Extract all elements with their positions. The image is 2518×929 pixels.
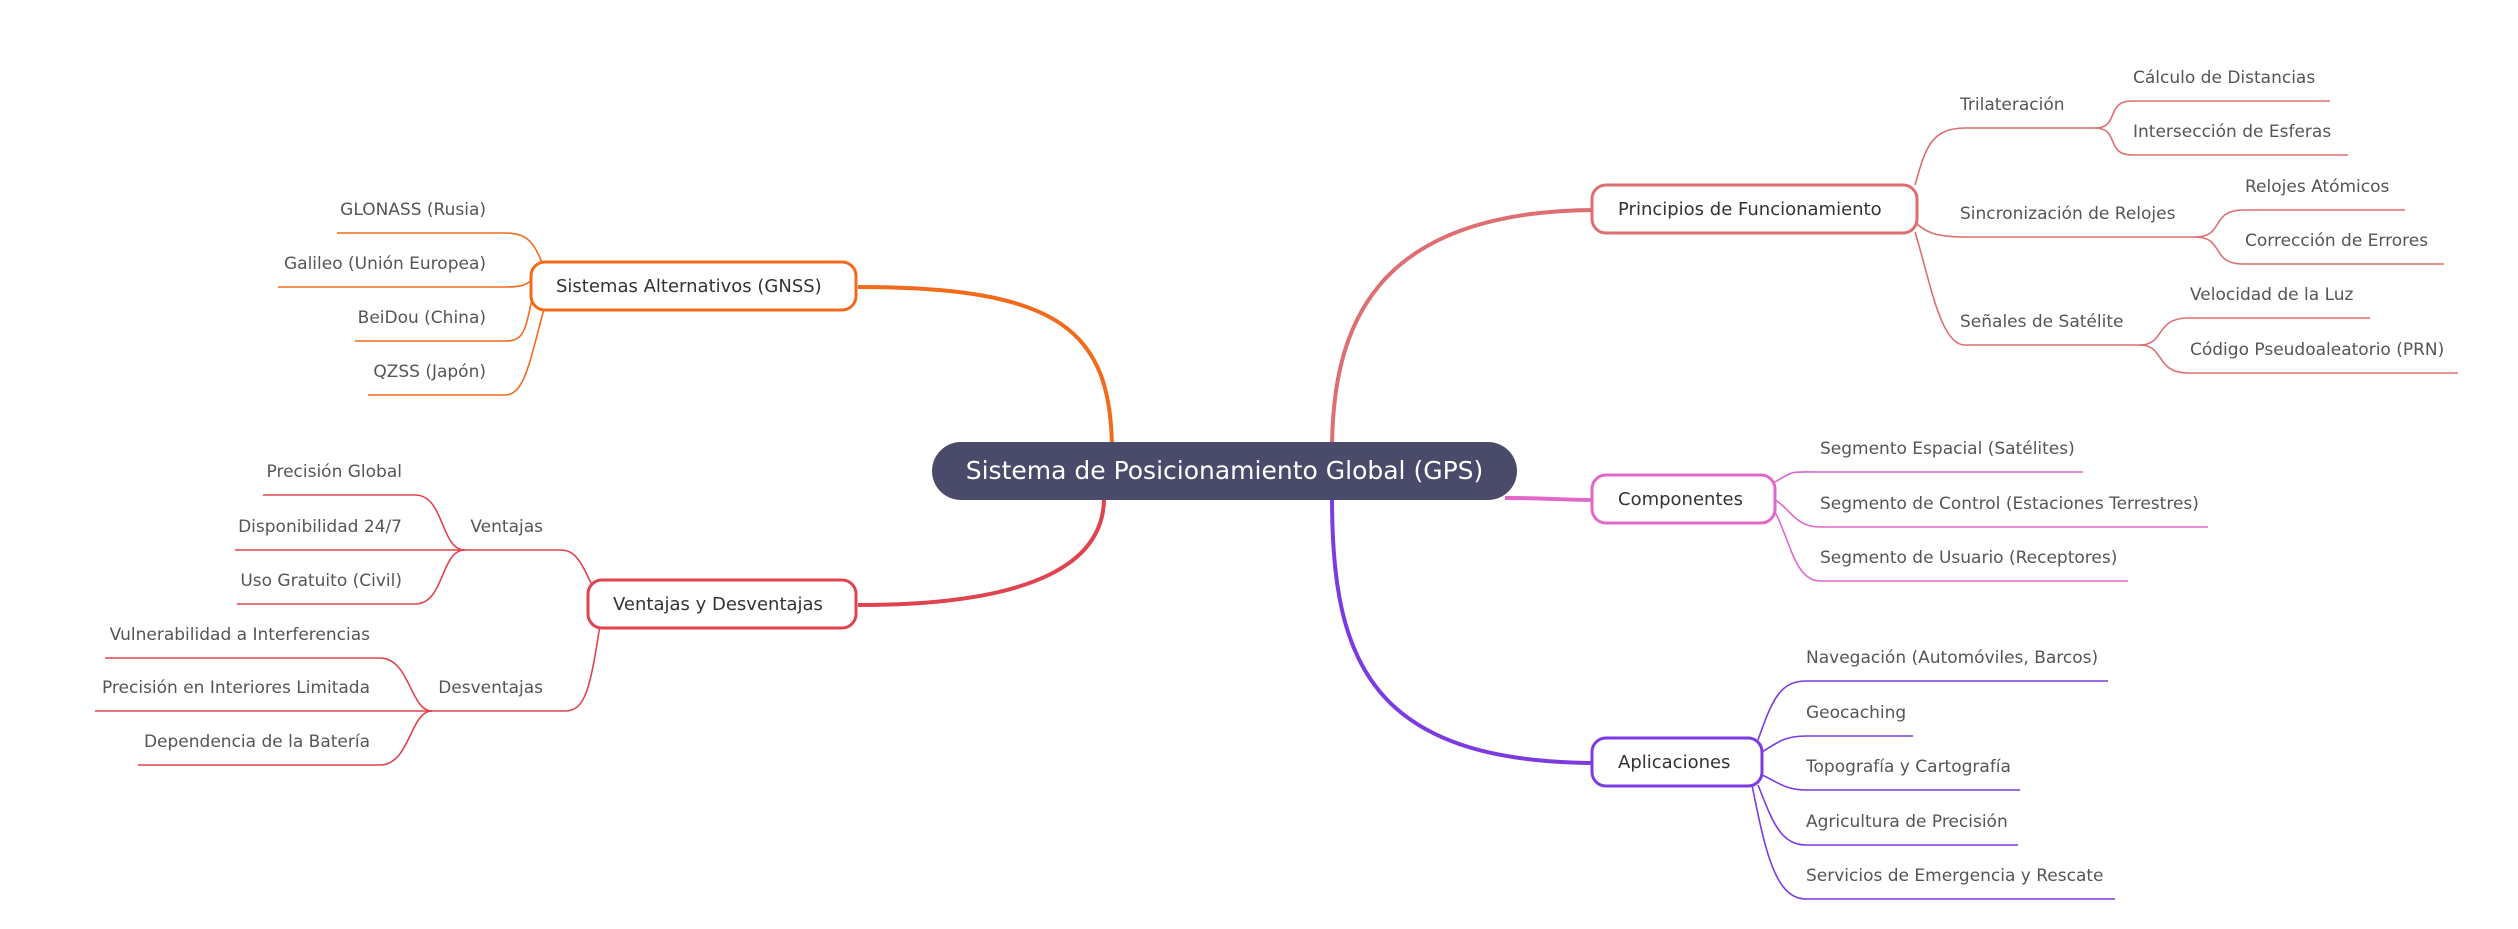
link-galileo bbox=[278, 279, 534, 288]
node-navegacion[interactable]: Navegación (Automóviles, Barcos) bbox=[1806, 648, 2098, 668]
aplicaciones-subtree bbox=[1751, 680, 2115, 900]
branch-label-gnss: Sistemas Alternativos (GNSS) bbox=[556, 276, 822, 297]
link-calculo bbox=[2094, 100, 2330, 129]
link-geocaching bbox=[1761, 735, 1913, 753]
node-trilateracion[interactable]: Trilateración bbox=[1959, 95, 2065, 115]
node-senales-satelite[interactable]: Señales de Satélite bbox=[1960, 312, 2123, 332]
root-node[interactable]: Sistema de Posicionamiento Global (GPS) bbox=[932, 442, 1517, 500]
link-navegacion bbox=[1757, 680, 2108, 741]
branch-ventajas[interactable]: Ventajas y Desventajas bbox=[586, 578, 858, 630]
node-precision-global[interactable]: Precisión Global bbox=[267, 462, 403, 482]
node-relojes-atomicos[interactable]: Relojes Atómicos bbox=[2245, 177, 2390, 197]
branch-aplicaciones[interactable]: Aplicaciones bbox=[1590, 736, 1764, 788]
link-espacial bbox=[1774, 471, 2083, 483]
link-relojes bbox=[2194, 209, 2405, 238]
node-uso-gratuito[interactable]: Uso Gratuito (Civil) bbox=[240, 571, 402, 591]
node-codigo-prn[interactable]: Código Pseudoaleatorio (PRN) bbox=[2190, 340, 2444, 360]
link-correccion bbox=[2194, 236, 2444, 265]
node-velocidad-luz[interactable]: Velocidad de la Luz bbox=[2190, 285, 2354, 305]
node-sincronizacion-relojes[interactable]: Sincronización de Relojes bbox=[1960, 204, 2176, 224]
link-agricultura bbox=[1757, 784, 2018, 846]
connector-ventajas bbox=[857, 497, 1106, 607]
node-interseccion-esferas[interactable]: Intersección de Esferas bbox=[2133, 122, 2331, 142]
link-sincronizacion bbox=[1914, 221, 2195, 238]
link-senales bbox=[1914, 231, 2140, 346]
node-galileo[interactable]: Galileo (Unión Europea) bbox=[284, 254, 486, 274]
link-velocidad bbox=[2139, 317, 2370, 346]
ventajas-subtree bbox=[95, 494, 601, 766]
link-prn bbox=[2139, 344, 2458, 374]
link-interseccion bbox=[2094, 127, 2348, 156]
node-geocaching[interactable]: Geocaching bbox=[1806, 703, 1906, 723]
link-usuario bbox=[1774, 511, 2128, 582]
root-connectors bbox=[857, 208, 1599, 765]
link-emergencia bbox=[1751, 784, 2115, 900]
link-ventajas bbox=[465, 549, 593, 586]
root-label: Sistema de Posicionamiento Global (GPS) bbox=[966, 456, 1484, 485]
branch-componentes[interactable]: Componentes bbox=[1590, 473, 1777, 525]
node-ventajas[interactable]: Ventajas bbox=[470, 517, 543, 537]
node-desventajas[interactable]: Desventajas bbox=[438, 678, 543, 698]
link-trilateracion bbox=[1914, 127, 2095, 186]
node-beidou[interactable]: BeiDou (China) bbox=[358, 308, 486, 328]
node-segmento-control[interactable]: Segmento de Control (Estaciones Terrestr… bbox=[1820, 494, 2199, 514]
branch-label-componentes: Componentes bbox=[1618, 489, 1743, 510]
link-precision-global bbox=[263, 494, 466, 551]
componentes-subtree bbox=[1774, 471, 2208, 582]
link-gratuito bbox=[237, 549, 466, 605]
link-vulnerabilidad bbox=[105, 657, 433, 712]
link-control bbox=[1774, 499, 2208, 528]
node-calculo-distancias[interactable]: Cálculo de Distancias bbox=[2133, 68, 2315, 88]
node-agricultura[interactable]: Agricultura de Precisión bbox=[1806, 812, 2008, 832]
connector-componentes bbox=[1504, 496, 1599, 502]
link-topografia bbox=[1761, 774, 2020, 791]
link-beidou bbox=[355, 294, 534, 342]
node-precision-interiores[interactable]: Precisión en Interiores Limitada bbox=[102, 678, 370, 698]
node-correccion-errores[interactable]: Corrección de Errores bbox=[2245, 231, 2428, 251]
link-desventajas bbox=[432, 624, 601, 712]
connector-principios bbox=[1330, 208, 1599, 453]
connector-aplicaciones bbox=[1330, 497, 1599, 765]
branch-label-principios: Principios de Funcionamiento bbox=[1618, 199, 1882, 220]
node-topografia[interactable]: Topografía y Cartografía bbox=[1805, 757, 2011, 777]
link-qzss bbox=[368, 304, 546, 396]
branch-principios[interactable]: Principios de Funcionamiento bbox=[1590, 183, 1919, 235]
branch-gnss[interactable]: Sistemas Alternativos (GNSS) bbox=[529, 260, 858, 312]
node-glonass[interactable]: GLONASS (Rusia) bbox=[340, 200, 486, 220]
branch-label-ventajas: Ventajas y Desventajas bbox=[613, 594, 823, 615]
connector-gnss bbox=[857, 285, 1114, 453]
node-segmento-usuario[interactable]: Segmento de Usuario (Receptores) bbox=[1820, 548, 2117, 568]
principios-subtree bbox=[1914, 100, 2458, 374]
node-qzss[interactable]: QZSS (Japón) bbox=[373, 362, 486, 382]
branch-label-aplicaciones: Aplicaciones bbox=[1618, 752, 1730, 773]
node-emergencia[interactable]: Servicios de Emergencia y Rescate bbox=[1806, 866, 2104, 886]
node-dependencia-bateria[interactable]: Dependencia de la Batería bbox=[144, 732, 370, 752]
link-bateria bbox=[138, 710, 433, 766]
node-vulnerabilidad[interactable]: Vulnerabilidad a Interferencias bbox=[110, 625, 370, 645]
node-disponibilidad[interactable]: Disponibilidad 24/7 bbox=[238, 517, 402, 537]
node-segmento-espacial[interactable]: Segmento Espacial (Satélites) bbox=[1820, 439, 2075, 459]
